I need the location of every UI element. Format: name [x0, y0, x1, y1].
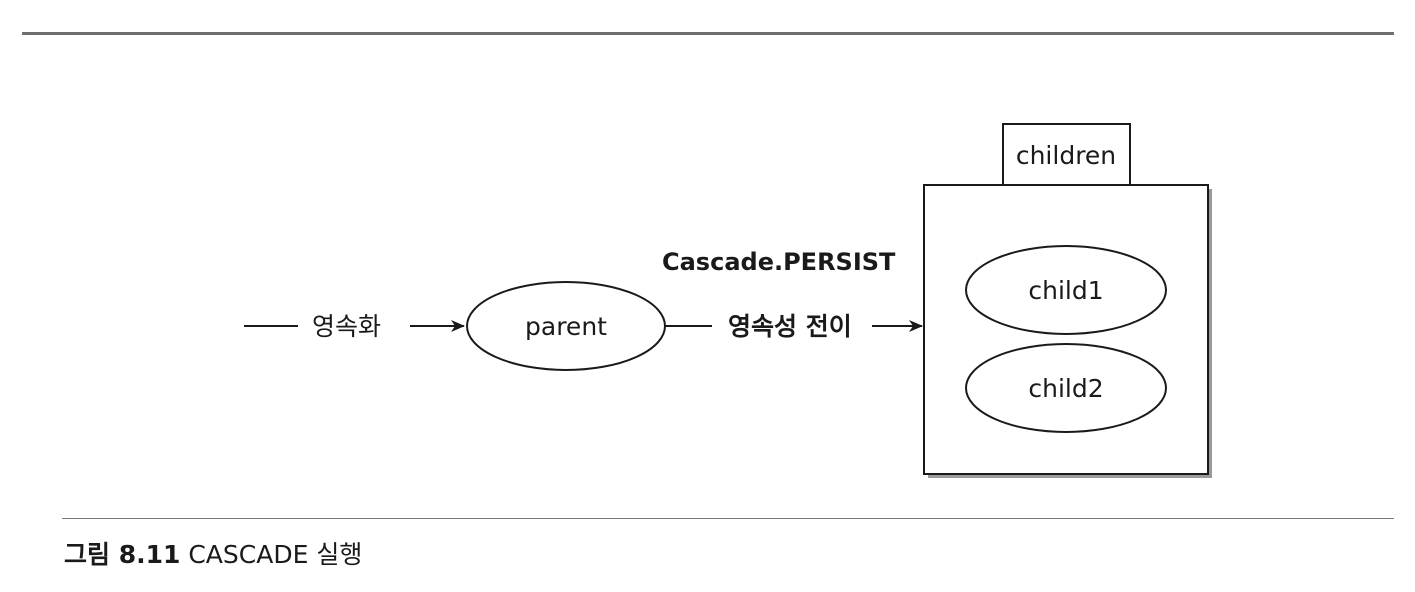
child1-label: child1 [1028, 276, 1103, 305]
children-label: children [1016, 141, 1116, 170]
children-tab [1002, 123, 1131, 186]
parent-label: parent [525, 312, 607, 341]
figure-number: 그림 8.11 [64, 540, 181, 569]
child1-node [965, 245, 1167, 335]
cascade-diagram: 영속화 parent Cascade.PERSIST 영속성 전이 childr… [244, 123, 1212, 478]
child2-node [965, 343, 1167, 433]
figure-caption: 그림 8.11 CASCADE 실행 [64, 535, 362, 571]
transfer-label: 영속성 전이 [728, 312, 852, 341]
figure-title: CASCADE 실행 [188, 540, 363, 569]
top-rule [22, 32, 1394, 35]
caption-rule [62, 518, 1394, 519]
child2-label: child2 [1028, 374, 1103, 403]
cascade-label: Cascade.PERSIST [662, 248, 896, 276]
input-label: 영속화 [312, 312, 381, 341]
